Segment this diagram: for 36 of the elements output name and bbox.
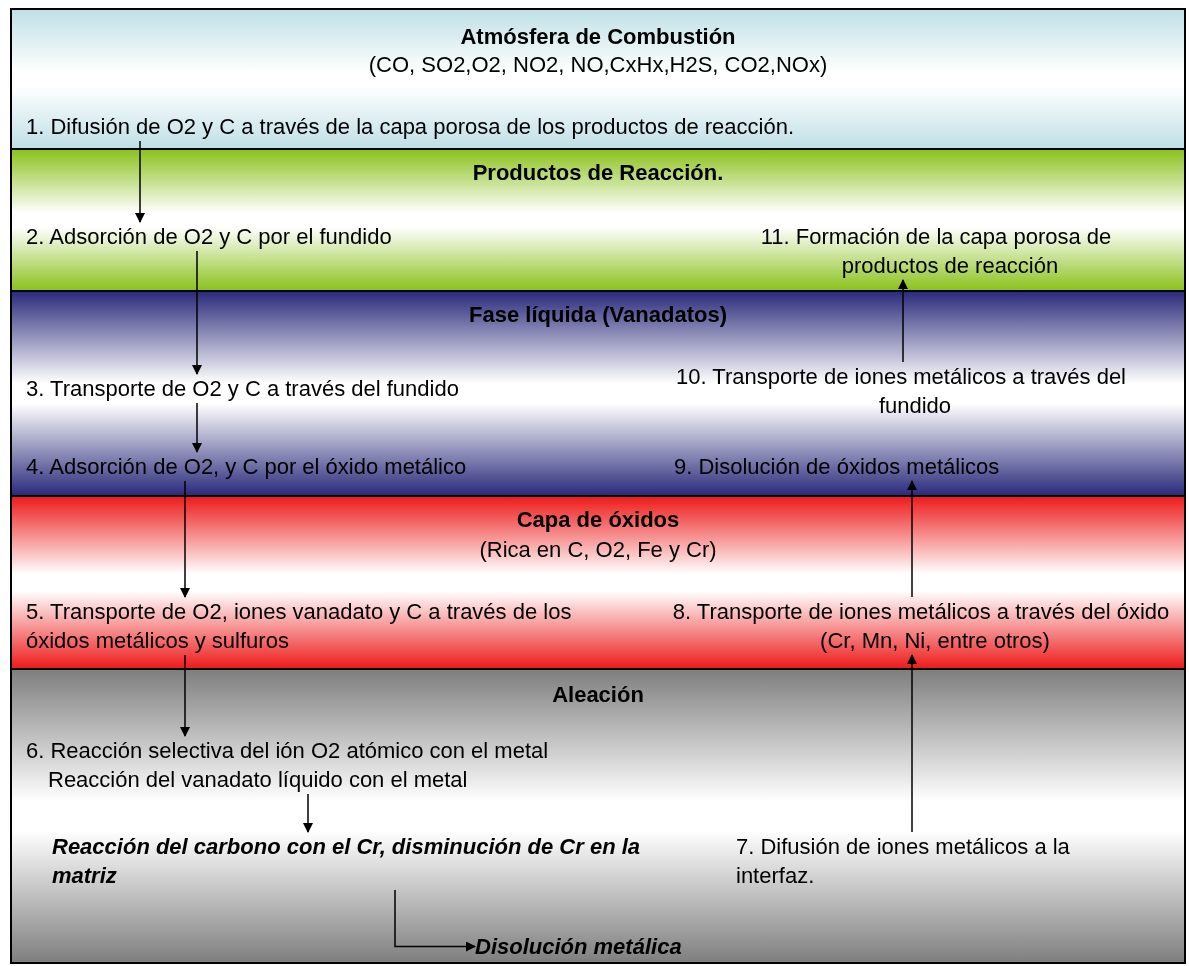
- step-text: 6. Reacción selectiva del ión O2 atómico con el metal: [26, 737, 549, 765]
- arrow: [180, 480, 190, 598]
- arrow: [394, 889, 476, 952]
- layer-title: Fase líquida (Vanadatos): [469, 302, 727, 328]
- arrow: [192, 402, 202, 453]
- step-text: 10. Transporte de iones metálicos a través del fundido: [667, 362, 1135, 420]
- layer-band: [10, 495, 1186, 670]
- arrow: [303, 793, 313, 833]
- step-text: 11. Formación de la capa porosa de productos de reacción: [712, 222, 1160, 280]
- layer-subtitle: (Rica en C, O2, Fe y Cr): [479, 537, 717, 563]
- layer-band: [10, 668, 1186, 964]
- arrow: [907, 480, 917, 598]
- step-text: Reacción del vanadato líquido con el metal: [47, 766, 469, 794]
- layer-title: Aleación: [552, 682, 644, 708]
- step-text: 7. Difusión de iones metálicos a la interfaz.: [736, 832, 1126, 890]
- arrow: [898, 279, 908, 363]
- step-text: 3. Transporte de O2 y C a través del fundido: [26, 374, 459, 403]
- step-text: 4. Adsorción de O2, y C por el óxido metálico: [26, 452, 467, 481]
- layer-band: [10, 148, 1186, 292]
- result-text: Disolución metálica: [475, 932, 682, 961]
- layer-title: Productos de Reacción.: [472, 160, 724, 186]
- step-text: 2. Adsorción de O2 y C por el fundido: [26, 222, 392, 251]
- step-text: 8. Transporte de iones metálicos a través del óxido (Cr, Mn, Ni, entre otros): [672, 597, 1170, 655]
- arrow: [192, 250, 202, 375]
- step-text: 9. Disolución de óxidos metálicos: [674, 452, 1000, 481]
- step-text: 5. Transporte de O2, iones vanadato y C a través de los óxidos metálicos y sulfuros: [26, 597, 596, 655]
- arrow: [180, 654, 190, 737]
- layer-band: [10, 290, 1186, 497]
- layer-subtitle: (CO, SO2,O2, NO2, NO,CxHx,H2S, CO2,NOx): [368, 52, 828, 78]
- layer-band: [10, 8, 1186, 150]
- arrow: [907, 654, 917, 833]
- layer-title: Atmósfera de Combustión: [460, 24, 736, 50]
- layer-title: Capa de óxidos: [516, 507, 680, 533]
- result-text: Reacción del carbono con el Cr, disminución de Cr en la matriz: [52, 832, 642, 890]
- arrow: [135, 140, 145, 223]
- step-text: 1. Difusión de O2 y C a través de la capa porosa de los productos de reacción.: [26, 112, 794, 141]
